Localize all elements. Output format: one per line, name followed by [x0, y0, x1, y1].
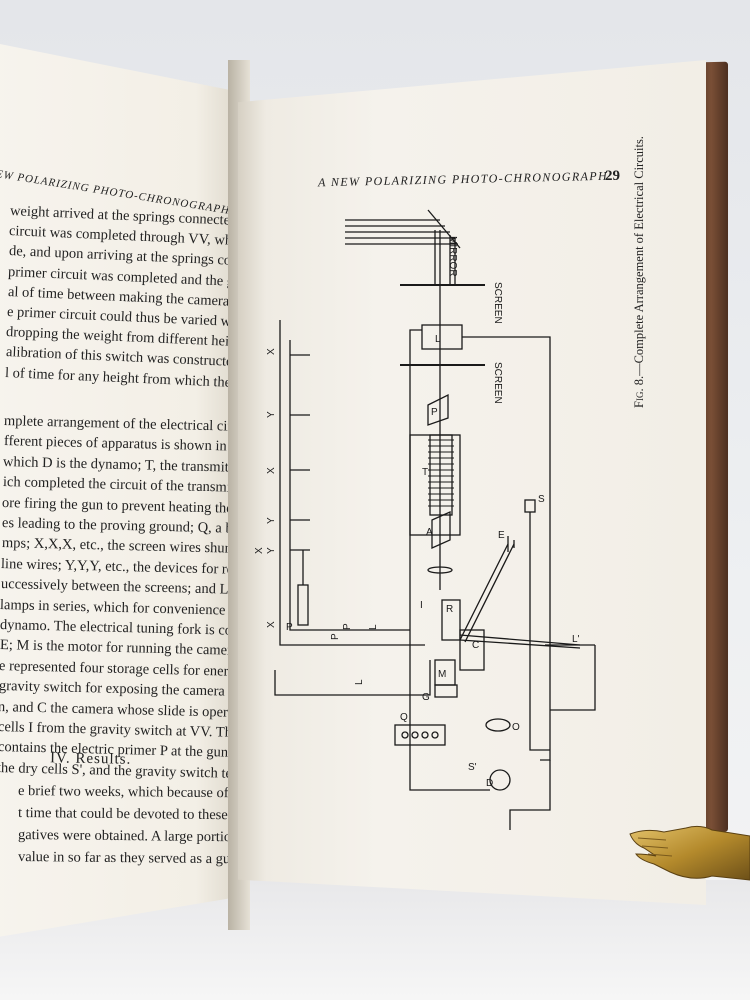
label-D: D [486, 778, 493, 789]
label-P-3: P [342, 623, 353, 630]
page-number: 29 [605, 168, 620, 184]
label-A: A [426, 527, 433, 538]
label-mirror: MIRROR [447, 236, 458, 277]
label-M: M [438, 669, 446, 680]
label-P-gun: P [286, 622, 293, 633]
label-P-2: P [330, 633, 341, 640]
label-C: C [472, 640, 479, 651]
label-P: P [431, 407, 438, 418]
label-Y-1: Y [266, 411, 277, 418]
caption-fig-label: Fig. 8. [632, 375, 646, 408]
figure-caption: Fig. 8.—Complete Arrangement of Electric… [632, 108, 647, 408]
right-page [238, 60, 706, 905]
label-I: I [420, 600, 423, 611]
label-screen-2: SCREEN [492, 362, 503, 404]
label-X-2: X [266, 467, 277, 474]
label-R: R [446, 604, 453, 615]
label-Q: Q [400, 712, 408, 723]
section-heading: IV. Results. [49, 750, 132, 768]
label-X-4: X [266, 621, 277, 628]
label-L-prime: L' [572, 634, 580, 645]
caption-text: —Complete Arrangement of Electrical Circ… [632, 136, 646, 376]
label-G: G [422, 692, 430, 703]
label-Y-3: Y [266, 547, 277, 554]
label-X-3: X [254, 547, 265, 554]
left-page: A NEW POLARIZING PHOTO-CHRONOGRAPH. weig… [0, 40, 250, 940]
label-X-1: X [266, 348, 277, 355]
label-S: S [538, 494, 545, 505]
label-S-prime: S' [468, 762, 477, 773]
label-L-1: L [354, 679, 365, 685]
label-E: E [498, 530, 505, 541]
label-L-2: L [368, 624, 379, 630]
label-O: O [512, 722, 520, 733]
label-screen-1: SCREEN [492, 282, 503, 324]
label-T: T [422, 467, 428, 478]
circuit-diagram: MIRROR SCREEN SCREEN L P T A S E I R C M… [254, 209, 596, 830]
label-L: L [435, 334, 441, 345]
brass-hand-bookend [629, 825, 750, 881]
label-Y-2: Y [266, 517, 277, 524]
